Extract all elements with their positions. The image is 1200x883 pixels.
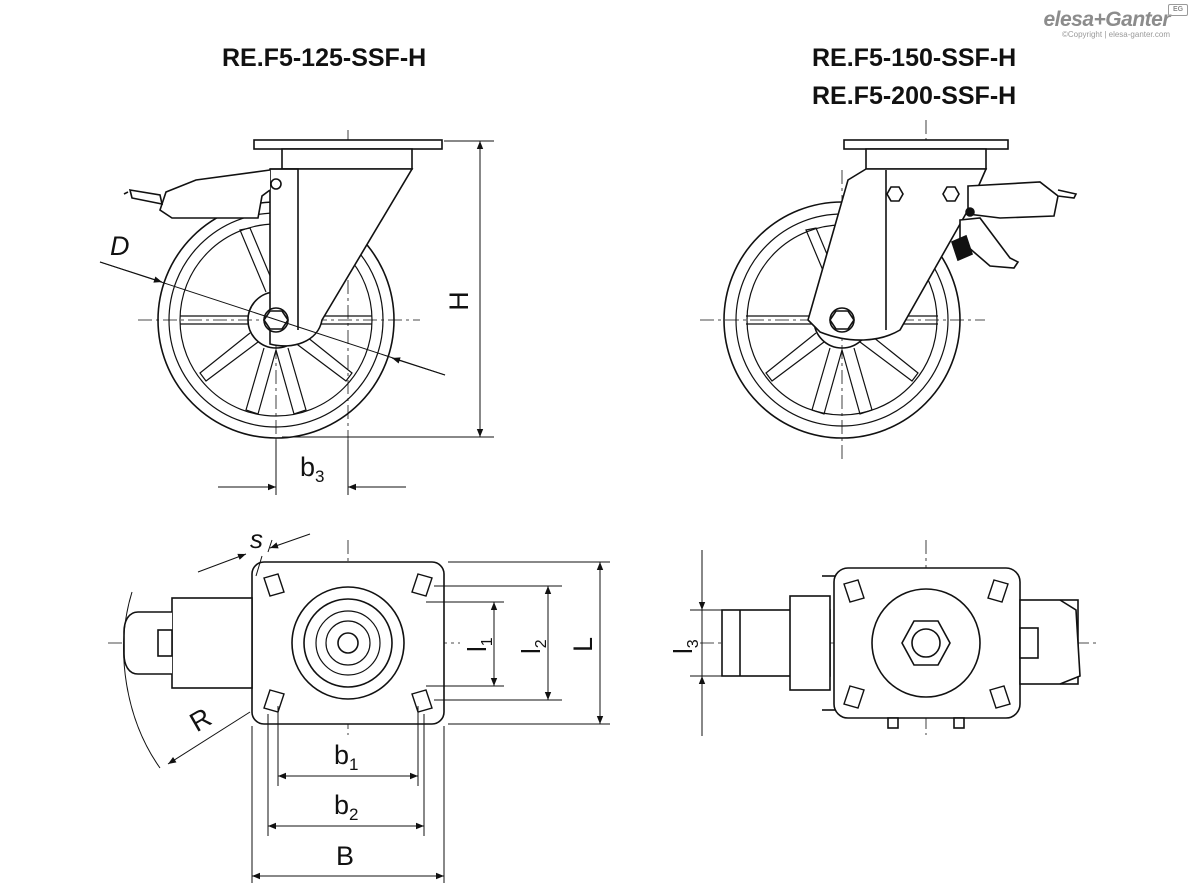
brake-pedal-right (967, 181, 1059, 219)
dim-l3 (690, 550, 740, 736)
label-l1: l1 (462, 637, 496, 652)
label-D: D (110, 231, 130, 261)
brake-pedal-left (159, 169, 271, 219)
top-plate-left (253, 139, 443, 150)
dim-R (123, 591, 251, 769)
title-right-model-2: RE.F5-200-SSF-H (812, 82, 1017, 110)
dim-b1-b2-B (251, 706, 445, 883)
top-view-right (700, 540, 1100, 735)
brand-logo: elesa+Ganter ©Copyright | elesa-ganter.c… (1043, 4, 1188, 39)
brand-name: elesa+Ganter (1043, 8, 1170, 31)
top-plate-right (843, 139, 1009, 150)
bearing-outer (291, 586, 405, 700)
label-s: s (250, 524, 263, 554)
title-right-model-1: RE.F5-150-SSF-H (812, 44, 1017, 72)
label-b1: b1 (334, 740, 359, 774)
label-H: H (444, 291, 474, 311)
brake-housing-left (171, 597, 253, 689)
fork-right (807, 168, 988, 341)
side-view-left (123, 130, 443, 490)
side-view-right (700, 120, 1078, 460)
label-b2: b2 (334, 790, 359, 824)
king-pin-nut (901, 620, 951, 666)
top-view-left (108, 540, 460, 735)
label-b3: b3 (300, 452, 325, 486)
label-l3: l3 (668, 639, 702, 654)
dim-H (282, 140, 494, 438)
label-l2: l2 (516, 639, 550, 654)
label-B: B (336, 841, 354, 871)
dim-D (99, 261, 446, 376)
dim-b3 (218, 440, 406, 495)
label-R: R (185, 702, 217, 738)
axle-nut-right (829, 310, 855, 330)
title-left-model: RE.F5-125-SSF-H (222, 44, 427, 72)
dim-s (197, 533, 311, 577)
mounting-slots-right (843, 579, 1011, 709)
copyright-text: ©Copyright | elesa-ganter.com (1061, 30, 1170, 39)
brand-badge: EG (1168, 4, 1188, 16)
dim-l1-l2-L (426, 561, 610, 725)
fork-left (269, 168, 414, 347)
label-L: L (568, 637, 598, 652)
